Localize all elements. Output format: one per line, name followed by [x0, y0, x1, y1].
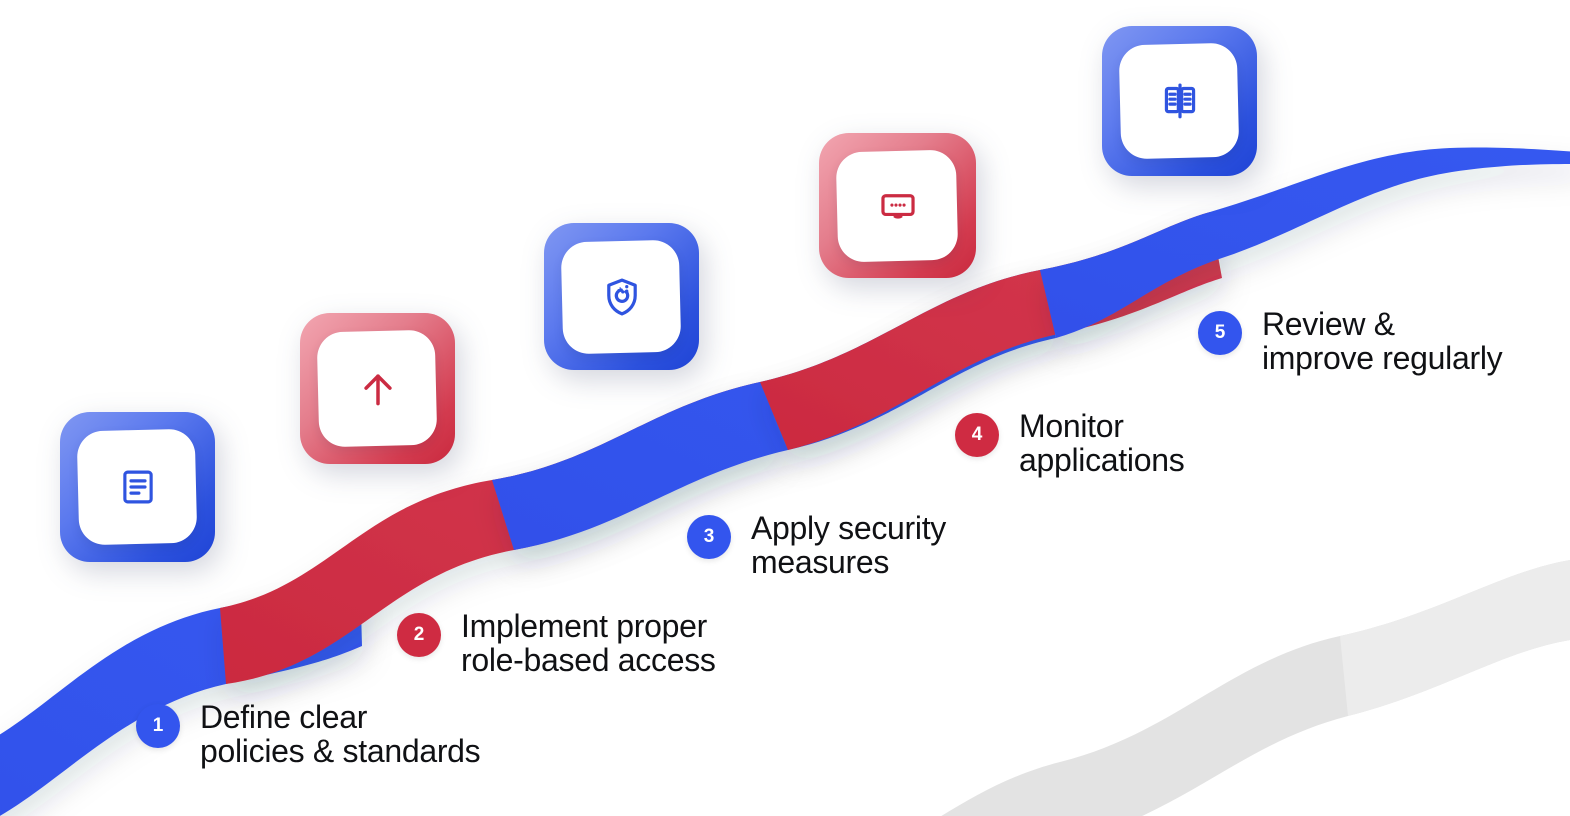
step-label-5: Review & improve regularly [1262, 306, 1503, 377]
step-label-4: Monitor applications [1019, 408, 1185, 479]
shield-refresh-icon [606, 278, 637, 315]
document-lines-icon [122, 470, 153, 504]
step-badge-5: 5 [1198, 311, 1242, 355]
arrow-up-icon [363, 373, 392, 405]
ghost-ribbon [941, 560, 1570, 816]
step-item-1[interactable]: 1 Define clear policies & standards [136, 699, 481, 770]
step-item-3[interactable]: 3 Apply security measures [687, 511, 946, 579]
icon-tile-5[interactable] [1102, 26, 1257, 176]
step-badge-3: 3 [687, 515, 731, 559]
step-label-2: Implement proper role-based access [461, 608, 716, 679]
open-book-icon [1164, 83, 1195, 119]
icon-tile-2[interactable] [300, 313, 455, 464]
icon-tile-1[interactable] [60, 412, 215, 562]
step-item-2[interactable]: 2 Implement proper role-based access [397, 609, 716, 677]
step-badge-2: 2 [397, 613, 441, 657]
step-label-1: Define clear policies & standards [200, 699, 481, 770]
ribbon-segment-blue-3 [1040, 147, 1570, 338]
step-item-4[interactable]: 4 Monitor applications [955, 408, 1185, 479]
step-item-5[interactable]: 5 Review & improve regularly [1198, 306, 1503, 377]
icon-tile-3[interactable] [544, 223, 699, 370]
icon-tile-4[interactable] [819, 133, 976, 278]
step-label-3: Apply security measures [751, 510, 946, 581]
step-badge-4: 4 [955, 413, 999, 457]
monitor-password-icon [880, 193, 915, 219]
step-badge-1: 1 [136, 704, 180, 748]
